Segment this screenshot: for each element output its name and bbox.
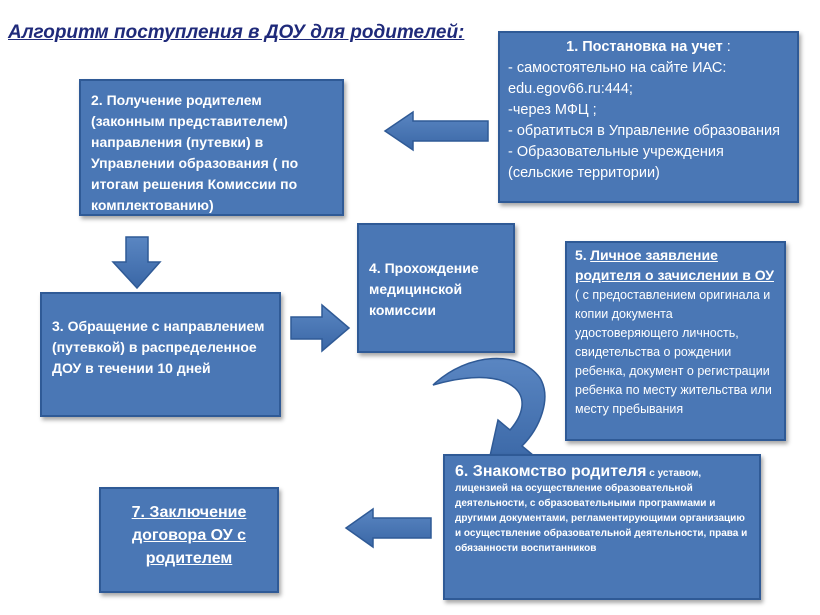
step-1-line: - самостоятельно на сайте ИАС: edu.egov6… [508,60,727,97]
step-2-text: 2. Получение родителем (законным предста… [91,92,299,213]
step-1-heading-suffix: : [722,39,731,55]
step-7-contract-box: 7. Заключение договора ОУ с родителем [99,487,279,593]
step-3-text: 3. Обращение с направлением (путевкой) в… [52,318,265,376]
step-6-acquaintance-box: 6. Знакомство родителя с уставом, лиценз… [443,454,761,600]
step-7-text: 7. Заключение договора ОУ с родителем [131,504,247,567]
page-title: Алгоритм поступления в ДОУ для родителей… [8,22,465,43]
step-6-heading: 6. Знакомство родителя [455,463,647,480]
step-4-text: 4. Прохождение медицинской комиссии [369,260,479,318]
step-3-apply-box: 3. Обращение с направлением (путевкой) в… [40,292,281,417]
arrow-right-3-to-4 [290,303,351,353]
arrow-curved-4-to-6 [432,357,546,466]
step-4-medical-box: 4. Прохождение медицинской комиссии [357,223,515,353]
step-2-referral-box: 2. Получение родителем (законным предста… [79,79,344,216]
step-1-line: -через МФЦ ; [508,102,597,118]
step-1-heading: 1. Постановка на учет [566,39,723,55]
step-5-text: ( с предоставлением оригинала и копии до… [575,288,772,416]
step-5-application-box: 5. Личное заявление родителя о зачислени… [565,241,786,441]
step-5-heading: Личное заявление родителя о зачислении в… [575,247,774,283]
arrow-left-6-to-7 [344,507,432,549]
step-6-text: с уставом, лицензией на осуществление об… [455,468,748,554]
arrow-left-1-to-2 [383,110,489,152]
step-1-registration-box: 1. Постановка на учет : - самостоятельно… [498,31,799,203]
step-5-number: 5. [575,247,587,263]
step-1-line: - обратиться в Управление образования [508,123,780,139]
arrow-down-2-to-3 [111,236,162,290]
step-1-line: - Образовательные учреждения (сельские т… [508,144,724,181]
